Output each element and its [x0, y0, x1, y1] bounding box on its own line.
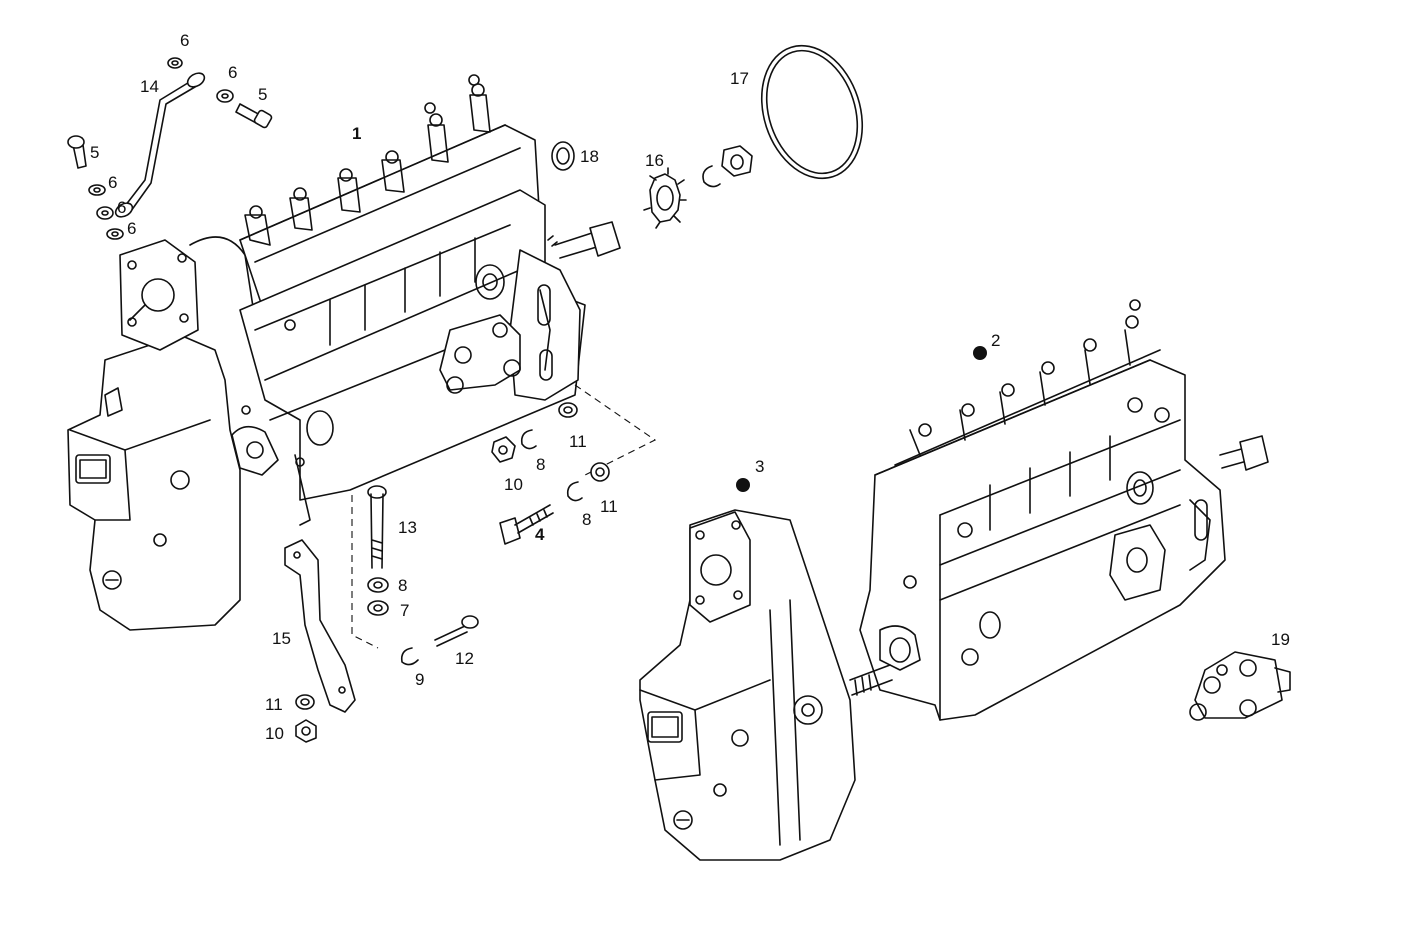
bolt-13: [367, 485, 387, 569]
callout-10: 10: [265, 724, 284, 743]
callout-15: 15: [272, 629, 291, 648]
overflow-valve-19: [1189, 651, 1291, 721]
callout-6: 6: [127, 219, 136, 238]
bullet-3: [736, 478, 750, 492]
callout-10: 10: [504, 475, 523, 494]
callout-18: 18: [580, 147, 599, 166]
washer-7: [367, 600, 389, 616]
washer-11: [295, 694, 315, 710]
leader-dashed-a: [574, 384, 657, 476]
callout-11: 11: [569, 432, 587, 451]
injection-pump-assembly-left: [67, 74, 621, 631]
bullet-2: [973, 346, 987, 360]
callout-11: 11: [600, 497, 618, 516]
callout-1: 1: [352, 124, 361, 143]
callout-4: 4: [535, 525, 545, 544]
callout-3: 3: [755, 457, 764, 476]
callout-7: 7: [400, 601, 409, 620]
o-ring-17: [760, 44, 864, 180]
fasteners-center: [491, 402, 610, 545]
washer-8: [367, 577, 389, 593]
washer-18: [551, 141, 575, 171]
washer-9: [400, 647, 419, 666]
callout-8: 8: [536, 455, 545, 474]
callout-6: 6: [228, 63, 237, 82]
callout-12: 12: [455, 649, 474, 668]
bracket-15: [284, 539, 356, 713]
callout-6: 6: [117, 198, 126, 217]
nut-10: [295, 719, 317, 743]
callout-16: 16: [645, 151, 664, 170]
delivery-valve-holders-left: [239, 74, 521, 263]
callout-6: 6: [108, 173, 117, 192]
callout-5: 5: [90, 143, 99, 162]
callout-17: 17: [730, 69, 749, 88]
callout-9: 9: [415, 670, 424, 689]
fuel-pipe-14: [114, 72, 206, 218]
callout-6: 6: [180, 31, 189, 50]
callout-labels: 1 2 3 4 5 5 6 6 6 6 6 7 8 8 8 9 10 10 11…: [90, 31, 1290, 743]
callout-5: 5: [258, 85, 267, 104]
callout-11: 11: [265, 695, 283, 714]
fasteners-5-6: [67, 57, 273, 240]
injection-pump-body-2: [849, 299, 1269, 721]
callout-14: 14: [140, 77, 159, 96]
callout-8: 8: [398, 576, 407, 595]
callout-19: 19: [1271, 630, 1290, 649]
callout-2: 2: [991, 331, 1000, 350]
leader-dashed-b: [351, 495, 379, 649]
gear-16: [643, 167, 687, 229]
callout-13: 13: [398, 518, 417, 537]
governor-3: [639, 509, 856, 861]
lock-washer-and-nut: [702, 145, 753, 188]
callout-8: 8: [582, 510, 591, 529]
screw-12: [434, 615, 479, 647]
